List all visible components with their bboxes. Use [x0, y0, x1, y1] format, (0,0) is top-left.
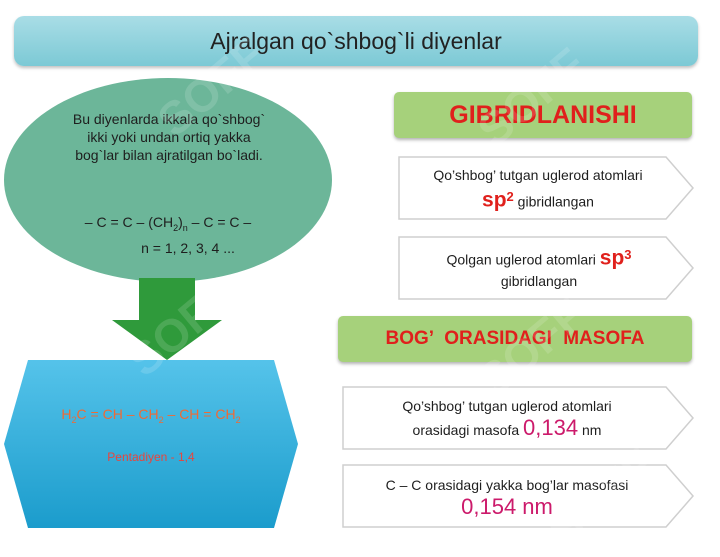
hybrid-box-2: Qolgan uglerod atomlari sp3 gibridlangan [398, 236, 694, 300]
hybrid-box-1-line: Qo’shbog’ tutgan uglerod atomlari [433, 166, 643, 183]
example-hexagon: H2C = CH – CH2 – CH = CH2 Pentadiyen - 1… [4, 360, 298, 528]
double-bond-length: 0,134 [523, 415, 579, 440]
page-title: Ajralgan qo`shbog`li diyenlar [210, 27, 502, 54]
hybrid-box-1: Qo’shbog’ tutgan uglerod atomlari sp2 gi… [398, 156, 694, 220]
example-formula: H2C = CH – CH2 – CH = CH2 [61, 406, 241, 425]
distance-header: BOG’ ORASIDAGI MASOFA [338, 316, 692, 362]
definition-oval: Bu diyenlarda ikkala qo`shbog` ikki yoki… [4, 78, 332, 282]
distance-box-1: Qo’shbog’ tutgan uglerod atomlari orasid… [342, 386, 694, 450]
title-bar: Ajralgan qo`shbog`li diyenlar [14, 16, 698, 66]
n-values: n = 1, 2, 3, 4 ... [141, 239, 235, 256]
down-arrow-icon [112, 278, 222, 360]
definition-text: Bu diyenlarda ikkala qo`shbog` ikki yoki… [72, 111, 266, 163]
single-bond-length: 0,154 nm [461, 494, 553, 519]
example-name: Pentadiyen - 1,4 [107, 450, 195, 464]
sp3-label: sp [599, 246, 625, 270]
hybrid-box-2-line: Qolgan uglerod atomlari [446, 251, 596, 268]
sp2-label: sp [482, 188, 507, 212]
distance-box-2: C – C orasidagi yakka bog’lar masofasi 0… [342, 464, 694, 528]
hybridization-header: GIBRIDLANISHI [394, 92, 692, 138]
general-formula: – C = C – (CH2)n – C = C – n = 1, 2, 3, … [84, 214, 252, 256]
